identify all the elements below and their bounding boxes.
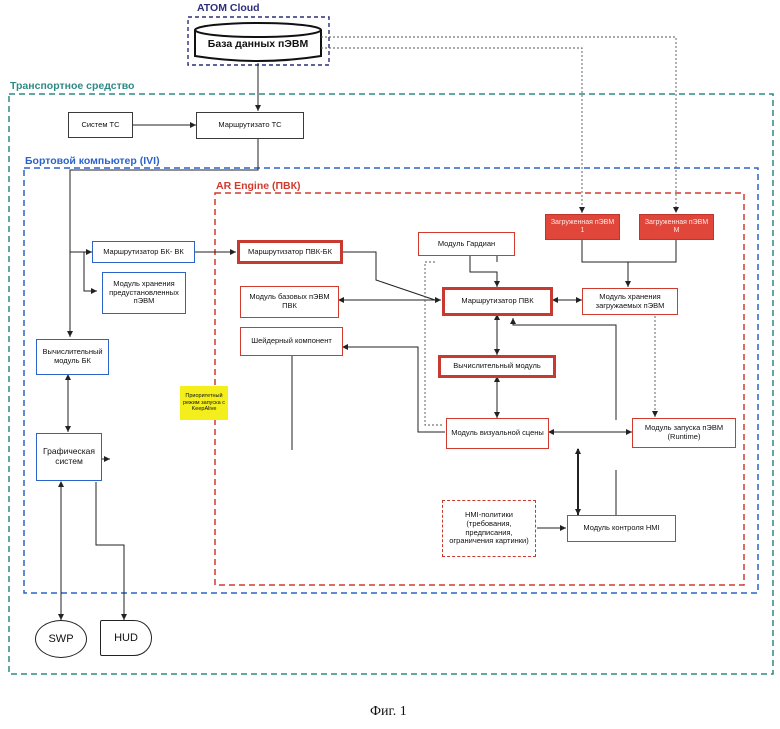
guardian-box: Модуль Гардиан (418, 232, 515, 256)
keepalive-note: Приоритетный режим запуска с KeepAlive (180, 386, 228, 420)
base-modules-box: Модуль базовых пЭВМ ПВК (240, 286, 339, 318)
hud-label: HUD (114, 632, 138, 644)
ivi-region-label: Бортовой компьютер (IVI) (25, 155, 160, 167)
hmi-control-box: Модуль контроля HMI (567, 515, 676, 542)
loaded-software-m-box: Загруженная пЭВМ M (639, 214, 714, 240)
router-pvk-box: Маршрутизатор ПВК (442, 287, 553, 316)
router-pvk-bk-box: Маршрутизатор ПВК-БК (237, 240, 343, 264)
router-bk-vk-box: Маршрутизатор БК- ВК (92, 241, 195, 263)
figure-caption: Фиг. 1 (370, 704, 407, 720)
vehicle-region-label: Транспортное средство (10, 80, 134, 92)
ar-engine-region-label: AR Engine (ПВК) (216, 180, 301, 192)
compute-bk-box: Вычислительный модуль БК (36, 339, 109, 375)
swp-circle: SWP (35, 620, 87, 658)
loaded-software-1-box: Загруженная пЭВМ 1 (545, 214, 620, 240)
hud-shape: HUD (100, 620, 152, 656)
hmi-policies-box: HMI-политики (требования, предписания, о… (442, 500, 536, 557)
compute-module-box: Вычислительный модуль (438, 355, 556, 378)
shader-box: Шейдерный компонент (240, 327, 343, 356)
database-label: База данных пЭВМ (195, 38, 321, 50)
loaded-storage-box: Модуль хранения загружаемых пЭВМ (582, 288, 678, 315)
vehicle-router-box: Маршрутизато ТС (196, 112, 304, 139)
vehicle-systems-box: Систем ТС (68, 112, 133, 138)
preinstalled-storage-box: Модуль хранения предустановленных пЭВМ (102, 272, 186, 314)
graphics-system-box: Графическая систем (36, 433, 102, 481)
launch-module-box: Модуль запуска пЭВМ (Runtime) (632, 418, 736, 448)
visual-scene-box: Модуль визуальной сцены (446, 418, 549, 449)
cloud-region-label: ATOM Cloud (197, 2, 260, 14)
